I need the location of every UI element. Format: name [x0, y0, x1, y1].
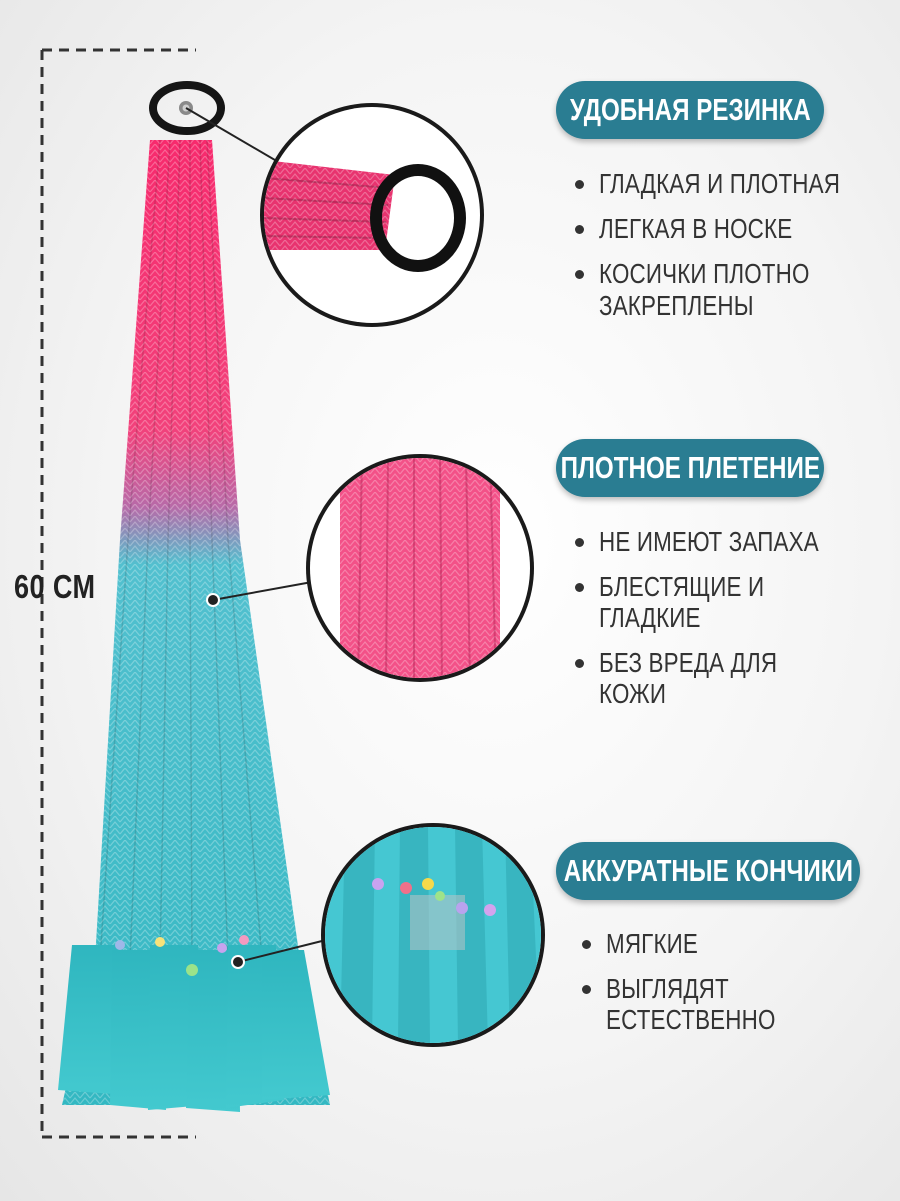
section-title-tips: АККУРАТНЫЕ КОНЧИКИ [556, 842, 860, 900]
zoom-circle-tips [321, 823, 545, 1047]
feature-item-continuation: КОЖИ [599, 678, 667, 709]
feature-item: НЕ ИМЕЮТ ЗАПАХА [573, 526, 883, 557]
length-label: 60 СМ [14, 568, 96, 605]
feature-item: КОСИЧКИ ПЛОТНО [573, 258, 883, 289]
elastic-band [149, 81, 225, 135]
section-title-elastic: УДОБНАЯ РЕЗИНКА [556, 81, 824, 139]
feature-item: МЯГКИЕ [580, 928, 880, 959]
feature-list-tips: МЯГКИЕ ВЫГЛЯДЯТ ЕСТЕСТВЕННО [580, 928, 880, 1049]
dimension-bracket [40, 48, 196, 1139]
feature-item: ЛЕГКАЯ В НОСКЕ [573, 213, 883, 244]
feature-item-continuation: ГЛАДКИЕ [599, 602, 701, 633]
feature-item: БЕЗ ВРЕДА ДЛЯ [573, 647, 883, 678]
feature-list-elastic: ГЛАДКАЯ И ПЛОТНАЯ ЛЕГКАЯ В НОСКЕ КОСИЧКИ… [573, 168, 883, 335]
callout-connectors [185, 107, 327, 969]
zoom-circle-weave [306, 454, 534, 682]
feature-item-continuation: ЕСТЕСТВЕННО [606, 1004, 776, 1035]
section-title-weave: ПЛОТНОЕ ПЛЕТЕНИЕ [556, 439, 824, 497]
zoom-circle-elastic [260, 103, 484, 327]
feature-item: ВЫГЛЯДЯТ [580, 973, 880, 1004]
braid-bundle [58, 139, 330, 1112]
feature-item: ГЛАДКАЯ И ПЛОТНАЯ [573, 168, 883, 199]
feature-item-continuation: ЗАКРЕПЛЕНЫ [599, 290, 754, 321]
feature-item: БЛЕСТЯЩИЕ И [573, 571, 883, 602]
feature-list-weave: НЕ ИМЕЮТ ЗАПАХА БЛЕСТЯЩИЕ И ГЛАДКИЕ БЕЗ … [573, 526, 883, 723]
